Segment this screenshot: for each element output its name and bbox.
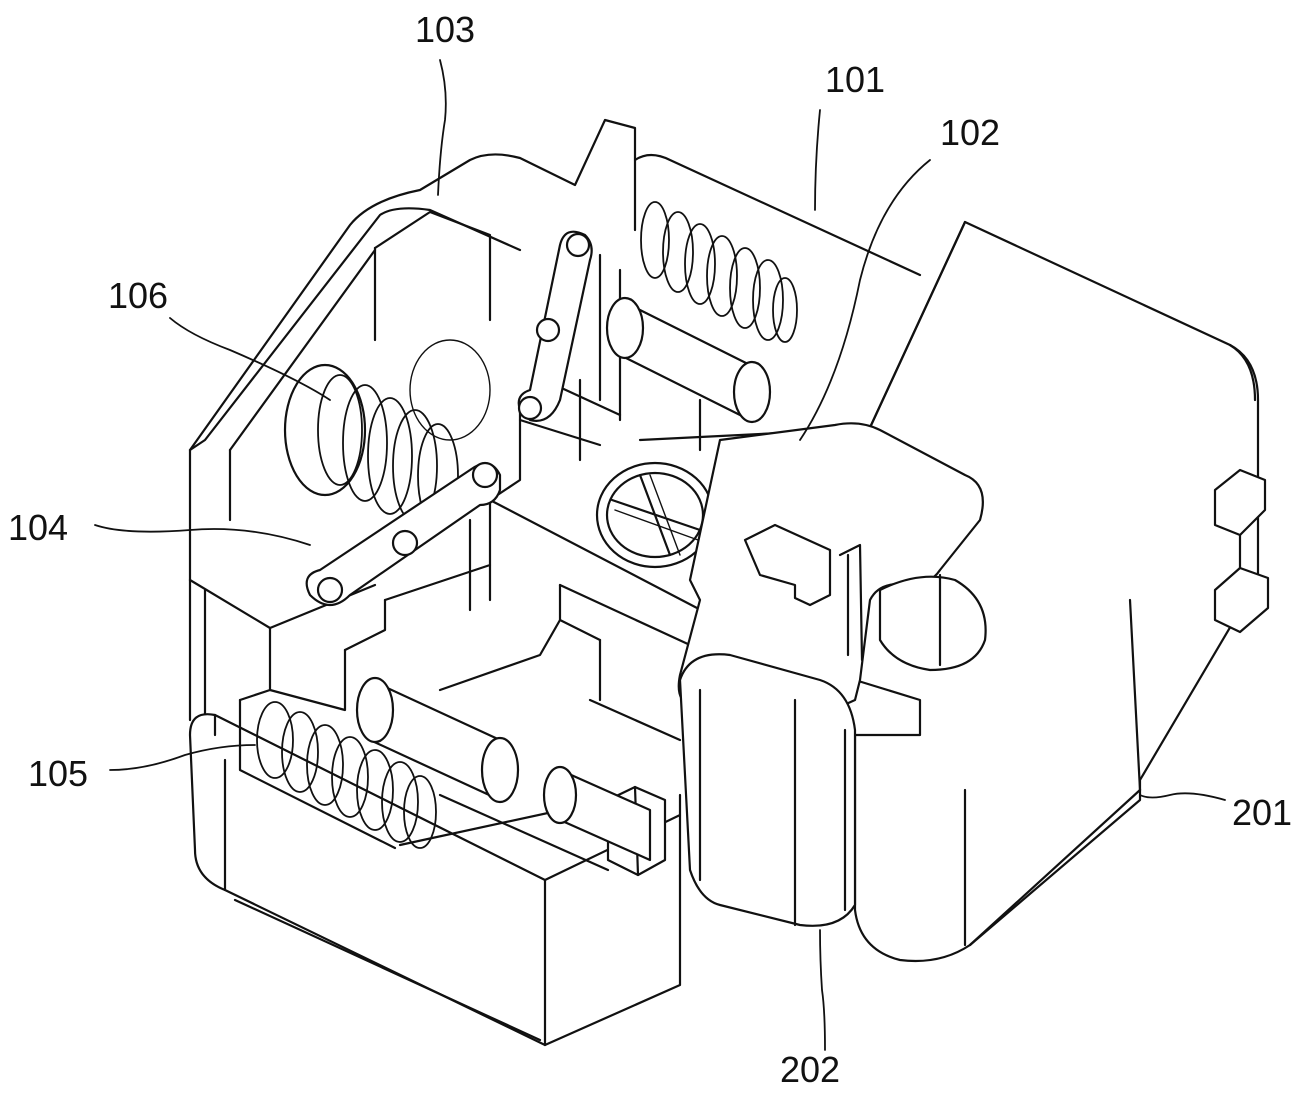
upper-pins	[605, 296, 842, 452]
cover-plate	[677, 422, 987, 736]
lower-carrier	[188, 688, 682, 1047]
lower-spring	[256, 701, 437, 849]
upper-spring	[640, 201, 798, 343]
lower-pins	[355, 676, 652, 862]
housing-body	[188, 118, 922, 742]
linkage-lever	[305, 230, 593, 607]
label-106: 106	[108, 275, 168, 316]
leader-lines	[94, 59, 1226, 1051]
label-101: 101	[825, 59, 885, 100]
label-201: 201	[1232, 792, 1292, 833]
label-104: 104	[8, 507, 68, 548]
central-screw	[595, 461, 715, 569]
label-202: 202	[780, 1049, 840, 1090]
label-102: 102	[940, 112, 1000, 153]
left-spring	[283, 339, 491, 529]
right-housing	[853, 220, 1270, 963]
reference-labels: 103 101 102 106 104 105 201 202	[8, 9, 1292, 1090]
label-103: 103	[415, 9, 475, 50]
front-pillar	[678, 543, 864, 927]
label-105: 105	[28, 753, 88, 794]
